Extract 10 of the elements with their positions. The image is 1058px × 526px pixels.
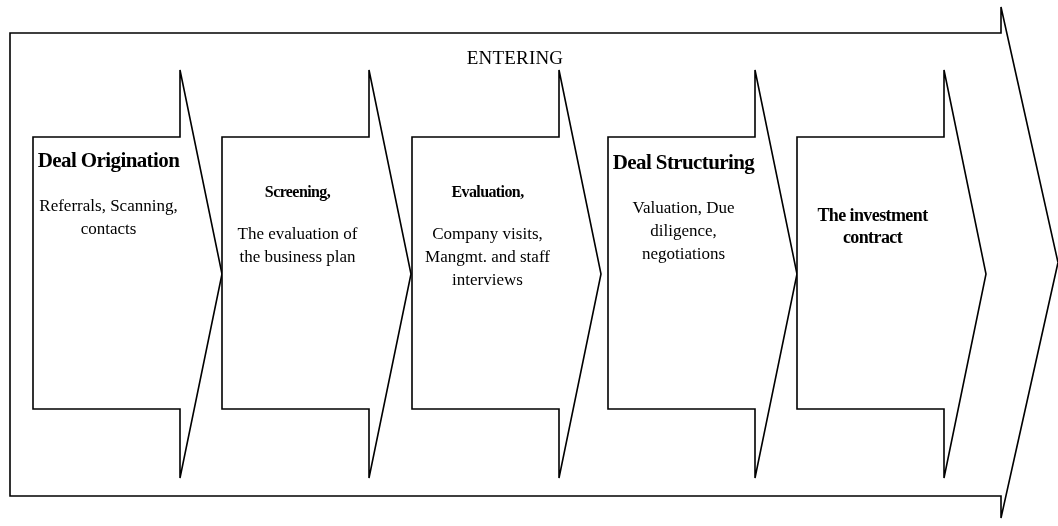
stage-description: Valuation, Due diligence, negotiations — [631, 197, 736, 266]
stage-heading: Deal Origination — [37, 148, 180, 174]
phase-label: ENTERING — [466, 48, 564, 67]
stage-description: The evaluation of the business plan — [236, 223, 359, 269]
stage-description: Referrals, Scanning, contacts — [38, 195, 179, 241]
stage-heading: Deal Structuring — [612, 150, 755, 176]
stage-heading: The investment contract — [816, 205, 929, 249]
stage-description: Company visits, Mangmt. and staff interviews — [424, 223, 551, 292]
stage-heading: Screening, — [264, 182, 331, 202]
stage-heading: Evaluation, — [451, 182, 524, 202]
